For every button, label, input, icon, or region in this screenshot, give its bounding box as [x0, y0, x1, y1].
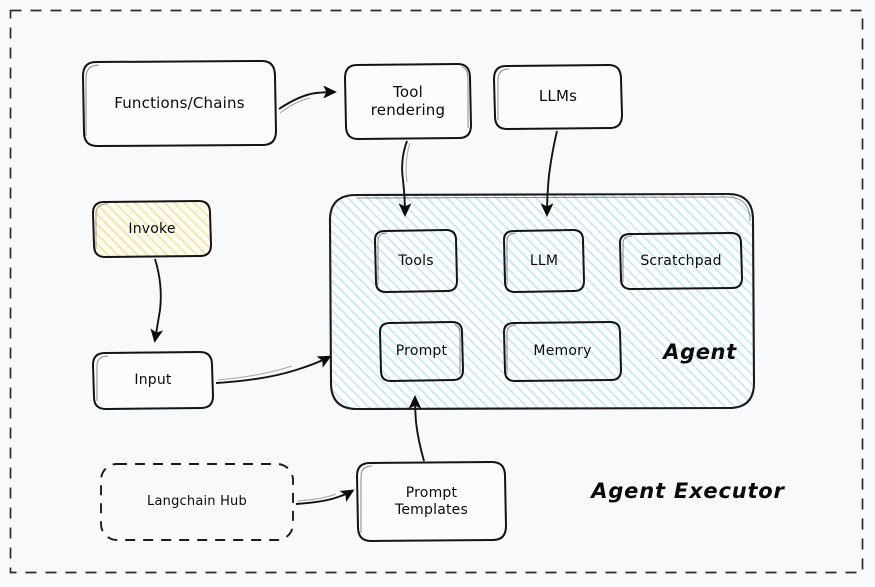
prompt-templates-node[interactable]: [357, 462, 506, 541]
tools-shape[interactable]: [373, 228, 459, 294]
langchain-hub-shape[interactable]: [100, 463, 294, 541]
scratchpad-shape[interactable]: [618, 231, 744, 291]
edge-prompt-templates-to-prompt: [408, 395, 425, 462]
llm-shape[interactable]: [502, 228, 586, 294]
tools-node[interactable]: [375, 230, 457, 292]
input-shape[interactable]: [91, 350, 215, 411]
memory-shape[interactable]: [502, 320, 623, 383]
edge-langchain-hub-to-prompt-templates: [295, 489, 355, 505]
prompt-shape[interactable]: [378, 320, 465, 383]
prompt-node[interactable]: [380, 322, 463, 381]
edge-llms-to-llm: [540, 130, 558, 217]
llms-shape[interactable]: [492, 63, 624, 131]
invoke-node[interactable]: [93, 201, 211, 257]
functions-chains-node[interactable]: [83, 61, 276, 146]
llm-node[interactable]: [504, 230, 584, 292]
prompt-templates-shape[interactable]: [355, 460, 508, 543]
edge-tool-rendering-to-tools: [398, 140, 412, 217]
scratchpad-node[interactable]: [620, 233, 742, 289]
langchain-hub-node[interactable]: [101, 464, 293, 540]
agent-container-shape[interactable]: [328, 192, 756, 411]
llms-node[interactable]: [494, 65, 622, 129]
memory-node[interactable]: [504, 322, 621, 381]
input-node[interactable]: [93, 352, 213, 409]
functions-chains-shape[interactable]: [81, 59, 278, 148]
tool-rendering-node[interactable]: [345, 64, 471, 139]
tool-rendering-shape[interactable]: [343, 62, 473, 141]
edge-input-to-agent: [215, 355, 332, 384]
invoke-shape[interactable]: [91, 199, 213, 259]
edge-invoke-to-input: [150, 258, 164, 343]
edge-functions-chains-to-tool-rendering: [278, 85, 337, 114]
outer-dashed-container: [9, 9, 864, 574]
